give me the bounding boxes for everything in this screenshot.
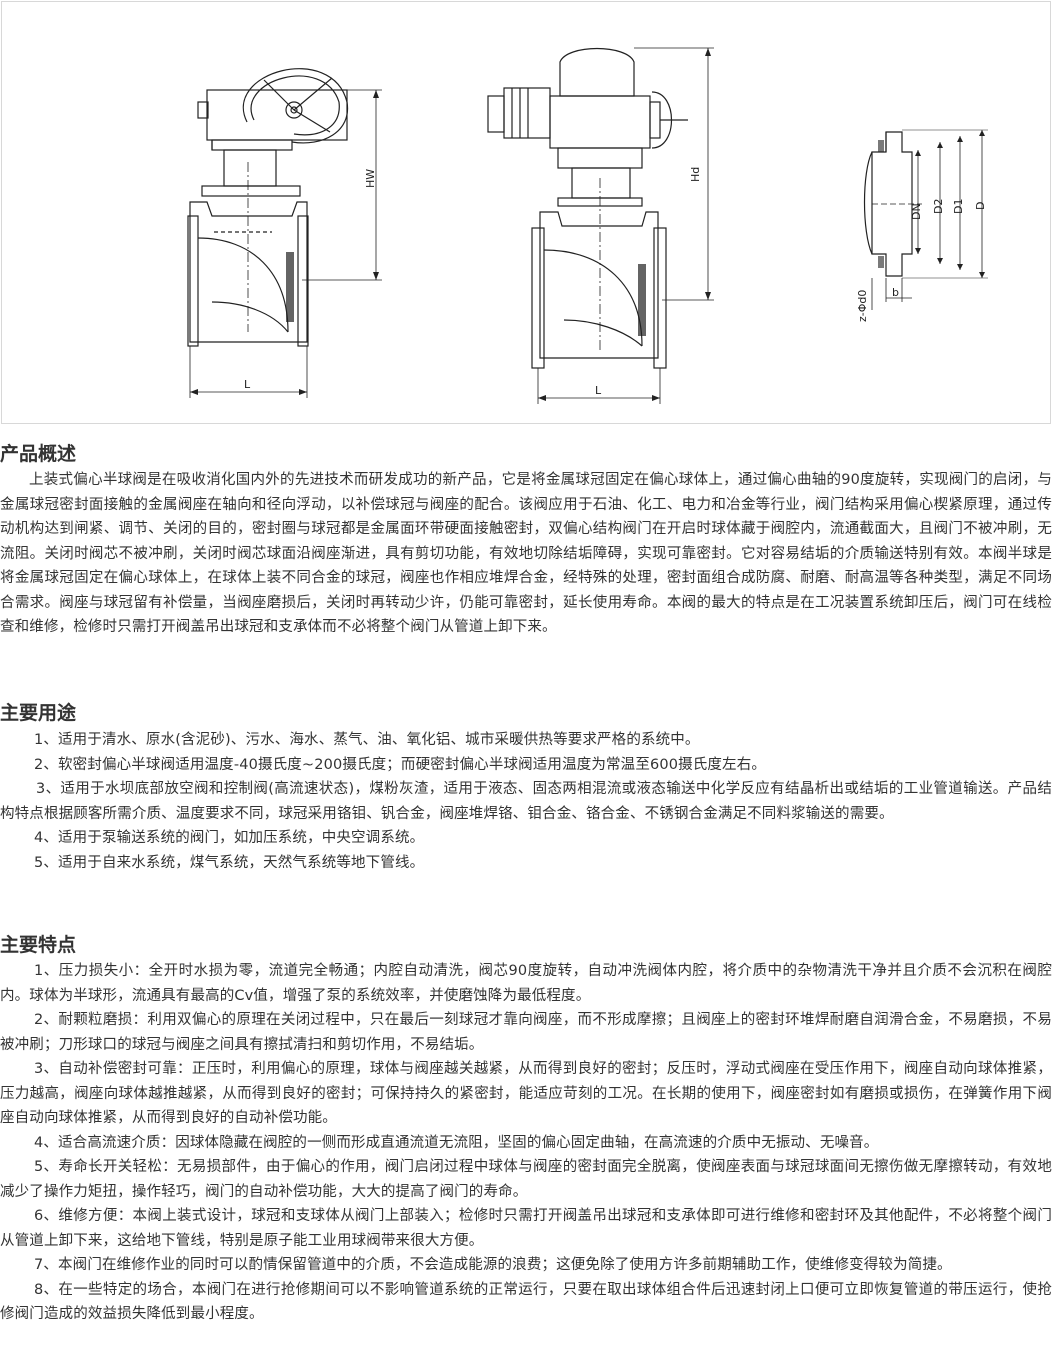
overview-paragraph: 上装式偏心半球阀是在吸收消化国内外的先进技术而研发成功的新产品，它是将金属球冠固… (0, 472, 1052, 635)
features-heading: 主要特点 (0, 934, 77, 956)
features-item: 3、自动补偿密封可靠：正压时，利用偏心的原理，球体与阀座越关越紧，从而得到良好的… (0, 1061, 1052, 1126)
uses-item: 1、适用于清水、原水(含泥砂)、污水、海水、蒸气、油、氧化铝、城市采暖供热等要求… (34, 732, 700, 748)
hw-dim-label: HW (364, 169, 377, 188)
d1-dim-label: D1 (952, 199, 965, 214)
l-dim-label-electric: L (595, 384, 602, 397)
valve-drawings: HW Hd L L DN D2 D1 D b z-Φd0 (187, 47, 988, 404)
features-item: 2、耐颗粒磨损：利用双偏心的原理在关闭过程中，只在最后一刻球冠才靠向阀座，而不形… (0, 1012, 1052, 1053)
d2-dim-label: D2 (932, 199, 945, 214)
features-section: 主要特点 1、压力损失小：全开时水损为零，流道完全畅通；内腔自动清洗，阀芯90度… (0, 932, 1052, 1327)
hd-dim-label: Hd (689, 167, 702, 182)
overview-heading: 产品概述 (0, 443, 77, 465)
features-item: 6、维修方便：本阀上装式设计，球冠和支球体从阀门上部装入；检修时只需打开阀盖吊出… (0, 1208, 1052, 1249)
l-dim-label-manual: L (244, 378, 251, 391)
features-item: 4、适合高流速介质：因球体隐藏在阀腔的一侧而形成直通流道无流阻，坚固的偏心固定曲… (34, 1134, 879, 1151)
dn-dim-label: DN (910, 203, 923, 220)
d-dim-label: D (974, 202, 987, 210)
features-item: 1、压力损失小：全开时水损为零，流道完全畅通；内腔自动清洗，阀芯90度旋转，自动… (0, 963, 1052, 1004)
uses-item: 3、适用于水坝底部放空阀和控制阀(高流速状态)，煤粉灰渣，适用于液态、固态两相混… (0, 781, 1052, 822)
valve-drawing-panel: HW Hd L L DN D2 D1 D b z-Φd0 (1, 1, 1051, 424)
bolt-hole-dim-label: z-Φd0 (856, 290, 869, 322)
electric-valve-drawing (487, 47, 714, 404)
uses-item: 5、适用于自来水系统，煤气系统，天然气系统等地下管线。 (34, 854, 425, 871)
uses-section: 主要用途 1、适用于清水、原水(含泥砂)、污水、海水、蒸气、油、氧化铝、城市采暖… (0, 700, 1052, 875)
flange-detail-drawing (863, 129, 988, 310)
b-dim-label: b (892, 286, 899, 299)
uses-item: 4、适用于泵输送系统的阀门，如加压系统，中央空调系统。 (34, 830, 425, 846)
uses-item: 2、软密封偏心半球阀适用温度-40摄氏度~200摄氏度；而硬密封偏心半球阀适用温… (34, 756, 767, 773)
features-item: 7、本阀门在维修作业的同时可以酌情保留管道中的介质，不会造成能源的浪费；这便免除… (34, 1257, 952, 1273)
overview-section: 产品概述 上装式偏心半球阀是在吸收消化国内外的先进技术而研发成功的新产品，它是将… (0, 441, 1052, 640)
uses-heading: 主要用途 (0, 702, 77, 724)
features-item: 8、在一些特定的场合，本阀门在进行抢修期间可以不影响管道系统的正常运行，只要在取… (0, 1281, 1052, 1323)
features-item: 5、寿命长开关轻松：无易损部件，由于偏心的作用，阀门启闭过程中球体与阀座的密封面… (0, 1159, 1052, 1200)
manual-valve-drawing (187, 68, 382, 398)
